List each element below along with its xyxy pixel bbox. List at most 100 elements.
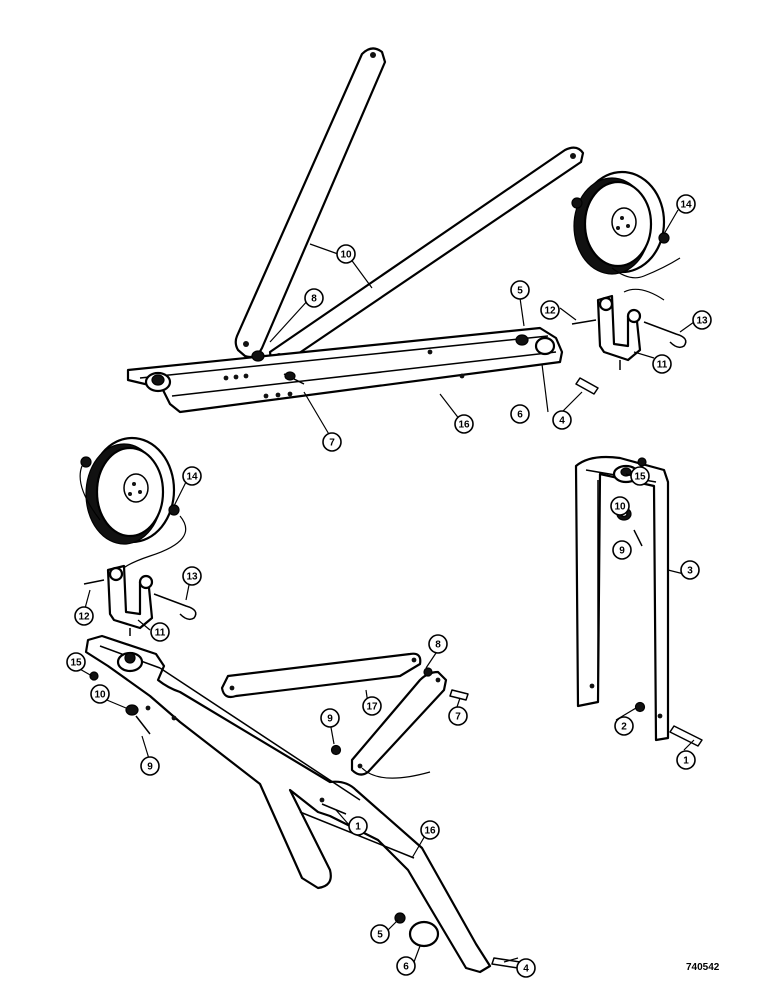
callout-11: 11 xyxy=(652,354,672,374)
callout-label: 10 xyxy=(614,502,626,513)
callout-14: 14 xyxy=(676,194,696,214)
callout-label: 17 xyxy=(366,702,378,713)
callout-label: 6 xyxy=(403,962,409,973)
callout-circle xyxy=(304,288,324,308)
callout-label: 9 xyxy=(619,546,625,557)
callout-14: 14 xyxy=(182,466,202,486)
callout-15: 15 xyxy=(66,652,86,672)
callout-label: 15 xyxy=(634,472,646,483)
callout-circle xyxy=(614,716,634,736)
callout-label: 9 xyxy=(147,762,153,773)
callout-label: 5 xyxy=(377,930,383,941)
callout-label: 8 xyxy=(435,640,441,651)
callout-label: 13 xyxy=(696,316,708,327)
callout-17: 17 xyxy=(362,696,382,716)
callout-circle xyxy=(140,756,160,776)
callout-label: 14 xyxy=(186,472,198,483)
callout-circle xyxy=(90,684,110,704)
callout-circle xyxy=(692,310,712,330)
top-assembly xyxy=(126,47,687,414)
callout-12: 12 xyxy=(540,300,560,320)
callout-6: 6 xyxy=(510,404,530,424)
callout-circle xyxy=(74,606,94,626)
callout-label: 10 xyxy=(340,250,352,261)
callout-circle xyxy=(370,924,390,944)
callout-8: 8 xyxy=(304,288,324,308)
callout-circle xyxy=(454,414,474,434)
top-wheel xyxy=(571,170,681,301)
callout-label: 11 xyxy=(657,360,668,371)
callout-10: 10 xyxy=(90,684,110,704)
left-wheel-assembly xyxy=(79,436,197,636)
callout-circle xyxy=(676,194,696,214)
callout-2: 2 xyxy=(614,716,634,736)
callout-label: 3 xyxy=(687,566,693,577)
callout-circle xyxy=(428,634,448,654)
callout-circle xyxy=(66,652,86,672)
callout-label: 6 xyxy=(517,410,523,421)
callout-circle xyxy=(420,820,440,840)
callout-circle xyxy=(540,300,560,320)
callout-circle xyxy=(322,432,342,452)
callout-9: 9 xyxy=(612,540,632,560)
callout-label: 1 xyxy=(683,756,689,767)
callout-circle xyxy=(630,466,650,486)
callout-label: 7 xyxy=(329,438,335,449)
callout-13: 13 xyxy=(692,310,712,330)
callout-circle xyxy=(652,354,672,374)
callout-label: 10 xyxy=(94,690,106,701)
top-channel-bar xyxy=(126,326,564,414)
callout-6: 6 xyxy=(396,956,416,976)
callout-5: 5 xyxy=(370,924,390,944)
arm-17 xyxy=(220,652,469,779)
callout-10: 10 xyxy=(336,244,356,264)
callout-11: 11 xyxy=(150,622,170,642)
bottom-frame xyxy=(84,634,521,974)
callout-16: 16 xyxy=(420,820,440,840)
callout-label: 15 xyxy=(70,658,82,669)
callout-label: 2 xyxy=(621,722,627,733)
callout-circle xyxy=(182,466,202,486)
callout-circle xyxy=(510,280,530,300)
callout-circle xyxy=(612,540,632,560)
callout-label: 7 xyxy=(455,712,461,723)
callout-circle xyxy=(516,958,536,978)
callout-circle xyxy=(680,560,700,580)
leader-lines xyxy=(77,209,695,963)
callout-label: 4 xyxy=(523,964,529,975)
callout-4: 4 xyxy=(516,958,536,978)
callout-10: 10 xyxy=(610,496,630,516)
callout-label: 9 xyxy=(327,714,333,725)
callout-circle xyxy=(552,410,572,430)
callout-4: 4 xyxy=(552,410,572,430)
callout-label: 11 xyxy=(155,628,166,639)
callout-label: 13 xyxy=(186,572,198,583)
callout-label: 14 xyxy=(680,200,692,211)
callout-circle xyxy=(348,816,368,836)
callout-label: 16 xyxy=(424,826,436,837)
u-frame xyxy=(574,455,703,747)
callout-9: 9 xyxy=(140,756,160,776)
callout-7: 7 xyxy=(448,706,468,726)
callout-12: 12 xyxy=(74,606,94,626)
callout-13: 13 xyxy=(182,566,202,586)
callout-label: 4 xyxy=(559,416,565,427)
callout-circle xyxy=(362,696,382,716)
callout-circle xyxy=(676,750,696,770)
callout-label: 12 xyxy=(78,612,90,623)
callout-3: 3 xyxy=(680,560,700,580)
callout-16: 16 xyxy=(454,414,474,434)
callout-circle xyxy=(610,496,630,516)
callout-1: 1 xyxy=(676,750,696,770)
callout-label: 12 xyxy=(544,306,556,317)
callout-circle xyxy=(336,244,356,264)
callout-9: 9 xyxy=(320,708,340,728)
callout-1: 1 xyxy=(348,816,368,836)
figure-id: 740542 xyxy=(686,962,720,973)
callout-label: 5 xyxy=(517,286,523,297)
callout-8: 8 xyxy=(428,634,448,654)
callout-label: 16 xyxy=(458,420,470,431)
callout-7: 7 xyxy=(322,432,342,452)
